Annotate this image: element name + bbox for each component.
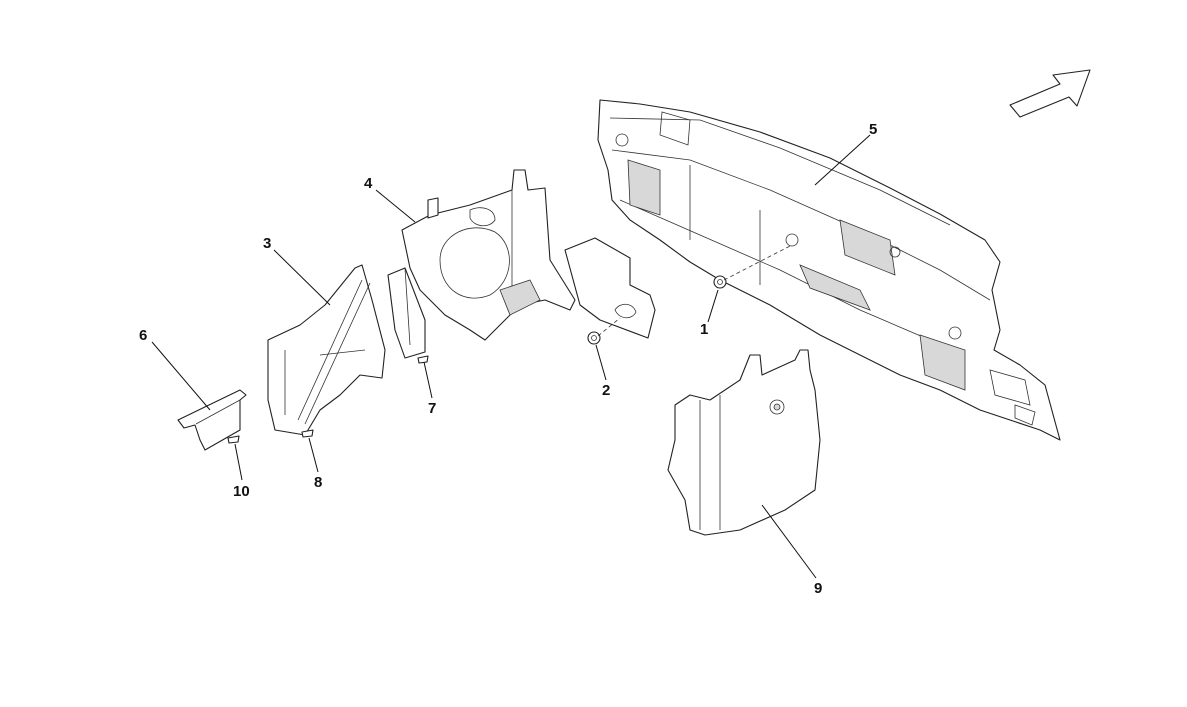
fastener-8-screw — [301, 429, 314, 438]
callout-6: 6 — [139, 327, 147, 344]
fastener-10-screw — [227, 435, 240, 444]
callout-2: 2 — [602, 382, 610, 399]
part-2-plate — [564, 237, 656, 339]
callout-10: 10 — [233, 483, 250, 500]
part-3-shield — [267, 264, 386, 436]
callout-3: 3 — [263, 235, 271, 252]
callout-9: 9 — [814, 580, 822, 597]
callout-4: 4 — [364, 175, 373, 192]
part-4-heat-shield — [401, 169, 576, 341]
part-4-side-bracket — [387, 267, 426, 359]
callout-7: 7 — [428, 400, 436, 417]
callout-1: 1 — [700, 321, 708, 338]
direction-arrow-icon — [1009, 69, 1091, 118]
part-5-rear-panel — [597, 99, 1061, 441]
fastener-7-screw — [417, 355, 429, 364]
callout-5: 5 — [869, 121, 877, 138]
callout-8: 8 — [314, 474, 322, 491]
part-9-lower-panel — [667, 349, 821, 536]
part-6-bracket — [177, 389, 247, 451]
fastener-1-nut — [713, 275, 727, 289]
fastener-2-nut — [587, 331, 601, 345]
